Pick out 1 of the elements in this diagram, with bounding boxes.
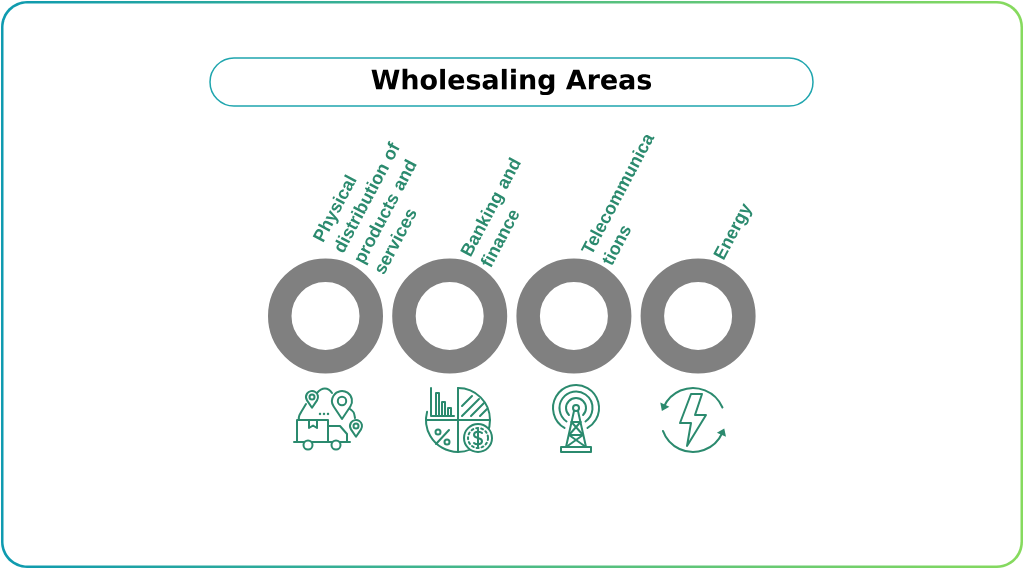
title-box: Wholesaling Areas <box>209 57 814 107</box>
